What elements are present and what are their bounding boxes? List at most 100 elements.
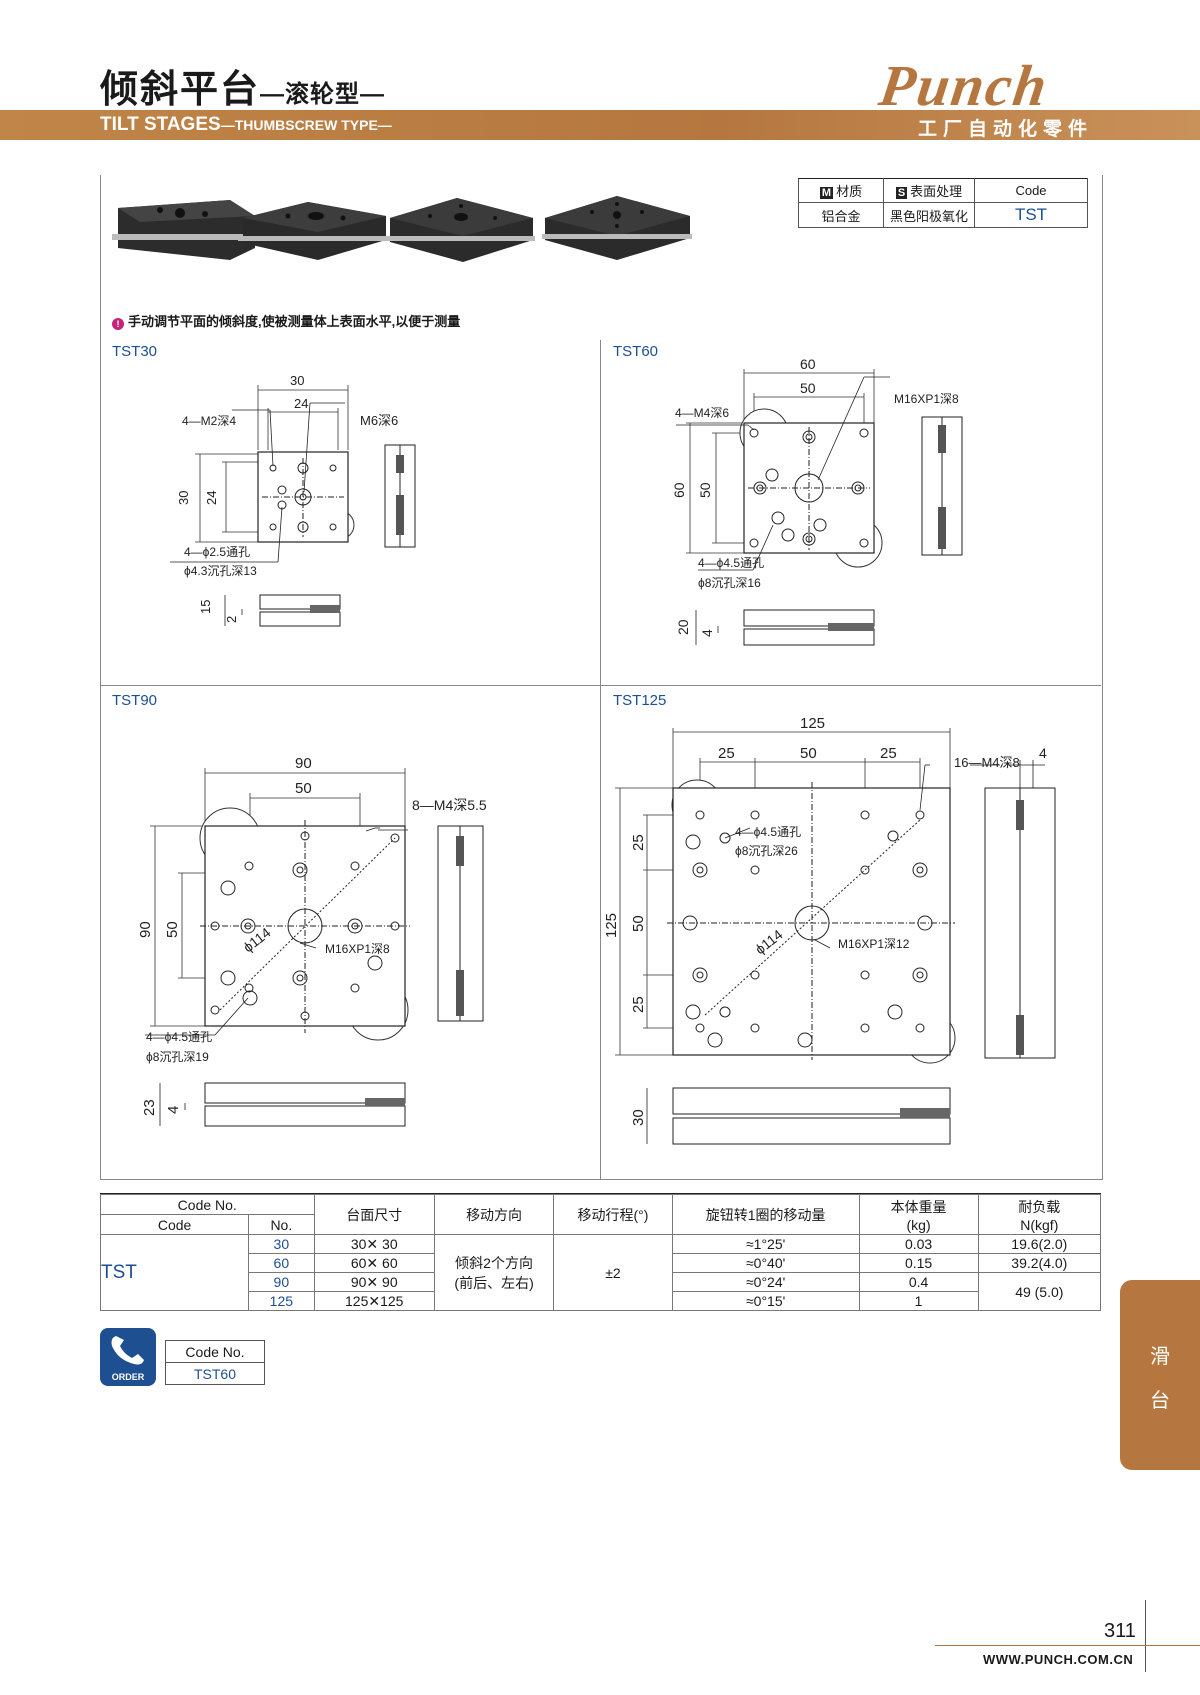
side-tab-char-2: 台 [1150,1390,1170,1412]
tst90-center-label: M16XP1深8 [325,942,390,956]
drawing-frame [100,175,1103,1180]
order-icon: ORDER [100,1328,156,1386]
tst125-hole-label2: ϕ8沉孔深26 [735,844,798,858]
header-code: Code [99,1214,250,1235]
tst30-tap-label: 4—M2深4 [182,414,236,428]
tst125-center-label: M16XP1深12 [838,937,910,951]
tst90-tap-label: 8—M4深5.5 [412,797,487,813]
product-table: Code No. 台面尺寸 移动方向 移动行程(°) 旋钮转1圈的移动量 本体重… [99,1194,1102,1311]
tst125-tap-label: 16—M4深8 [954,755,1020,770]
table-cell-per-turn: ≈0°40' [671,1253,860,1273]
tst30-side-gap: 2 [224,616,239,623]
tst30-center-label: M6深6 [360,413,398,428]
tst60-dim-pitch: 50 [800,380,816,396]
table-cell-size: 90✕ 90 [313,1272,435,1292]
tst125-side-thickness: 4 [1039,745,1047,761]
header-size: 台面尺寸 [313,1194,435,1235]
product-photo-tst90 [385,198,535,262]
page-title-en-sub: —THUMBSCREW TYPE— [220,117,392,133]
tst90-hole-label1: 4—ϕ4.5通孔 [146,1030,212,1044]
table-cell-load: 19.6(2.0) [977,1234,1102,1254]
table-code-tst: TST [99,1234,250,1311]
footer-url[interactable]: WWW.PUNCH.COM.CN [983,1652,1134,1667]
order-example-table: Code No. TST60 [165,1340,265,1385]
tst125-dim-width: 125 [800,715,825,732]
table-cell-weight: 0.4 [858,1272,979,1292]
code-value: TST [974,202,1088,228]
table-cell-load: 39.2(4.0) [977,1253,1102,1273]
tst60-dim-height: 60 [671,482,687,498]
tst60-center-label: M16XP1深8 [894,392,959,406]
tst125-dim-b: 50 [800,745,817,762]
tst30-dim-width: 30 [290,373,304,388]
header-bar [0,110,1200,140]
tst60-dim-hpitch: 50 [697,482,713,498]
tst125-dim-hb: 50 [630,915,647,932]
table-cell-per-turn: ≈0°24' [671,1272,860,1292]
surface-value: 黑色阳极氧化 [883,202,975,228]
tst90-hole-label2: ϕ8沉孔深19 [146,1050,209,1064]
drawing-tst60: 60 50 60 50 4—M4深6 M16XP1深8 4—ϕ4.5通孔 ϕ8沉… [671,356,963,646]
code-header: Code [974,178,1088,203]
model-label-tst90: TST90 [112,692,158,709]
tst90-dim-height: 90 [140,921,154,938]
footer-divider [1145,1600,1146,1672]
tst90-dim-hpitch: 50 [164,921,181,938]
drawing-tst30: 30 24 30 24 4—M2深4 M6深6 4—ϕ2.5通孔 ϕ4.3沉孔深… [170,373,416,627]
table-cell-no: 125 [248,1291,315,1311]
table-cell-no: 60 [248,1253,315,1273]
frame-divider-vertical [600,340,601,1179]
tst30-hole-label2: ϕ4.3沉孔深13 [184,564,257,578]
tst60-hole-label2: ϕ8沉孔深16 [698,576,761,590]
order-code-label: Code No. [165,1340,265,1363]
drawing-tst90: 90 50 90 50 8—M4深5.5 M16XP1深8 ϕ114 4—ϕ4.… [140,755,487,1127]
table-cell-weight: 0.03 [858,1234,979,1254]
feature-note: !手动调节平面的倾斜度,使被测量体上表面水平,以便于测量 [112,311,460,330]
tst60-dim-width: 60 [800,356,816,372]
table-cell-no: 90 [248,1272,315,1292]
tst60-side-gap: 4 [699,629,715,637]
table-cell-travel: ±2 [553,1234,673,1311]
tst125-dim-ha: 25 [630,834,647,851]
tst60-tap-label: 4—M4深6 [675,406,729,420]
footer-rule [935,1645,1200,1646]
tst90-dim-pitch: 50 [295,780,312,797]
table-cell-per-turn: ≈1°25' [671,1234,860,1254]
tst125-dim-c: 25 [880,745,897,762]
model-label-tst125: TST125 [613,692,667,709]
table-cell-per-turn: ≈0°15' [671,1291,860,1311]
table-row: 125 125✕125 ≈0°15' 1 [101,1291,1101,1311]
model-label-tst60: TST60 [613,343,659,360]
product-photo-tst60 [238,202,388,260]
tst30-dim-hpitch: 24 [204,491,219,505]
tst60-side-height: 20 [675,619,691,635]
tst60-hole-label1: 4—ϕ4.5通孔 [698,556,764,570]
header-weight: 本体重量(kg) [858,1194,979,1235]
table-cell-size: 30✕ 30 [313,1234,435,1254]
page-title-en: TILT STAGES—THUMBSCREW TYPE— [100,114,392,135]
tst90-side-gap: 4 [165,1106,182,1114]
brand-slogan: 工厂自动化零件 [918,119,1094,140]
tst125-dim-height: 125 [605,913,620,938]
product-photo-tst125 [542,196,692,260]
tst30-dim-pitch: 24 [294,396,308,411]
order-code-value: TST60 [165,1362,265,1385]
product-photo-tst30 [112,200,258,260]
table-row: TST 30 30✕ 30 倾斜2个方向(前后、左右) ±2 ≈1°25' 0.… [99,1234,1102,1311]
tst30-side-height: 15 [198,600,213,614]
frame-divider-horizontal [100,685,1101,686]
exclamation-icon: ! [112,318,124,330]
side-tab-slide[interactable]: 滑 台 [1120,1280,1200,1470]
tst125-dim-a: 25 [718,745,735,762]
header-no: No. [248,1214,315,1235]
header-travel: 移动行程(°) [553,1194,673,1235]
table-cell-no: 30 [248,1234,315,1254]
table-cell-load: 49 (5.0) [977,1272,1102,1311]
tst90-dim-width: 90 [295,755,312,772]
tst125-side-height: 30 [630,1109,647,1126]
model-label-tst30: TST30 [112,343,158,360]
